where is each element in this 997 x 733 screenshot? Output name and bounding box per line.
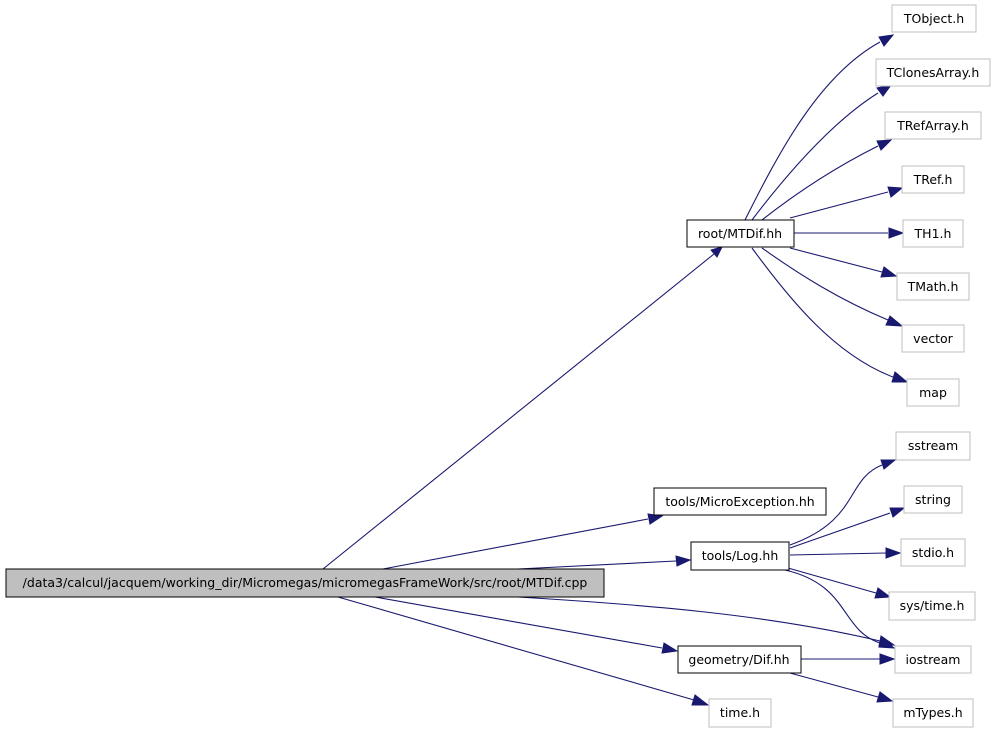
node-vector-label: vector — [913, 331, 954, 346]
edge-arrow-icon — [885, 315, 904, 327]
edge-mtdif-to-map — [751, 247, 894, 378]
edge-arrow-icon — [888, 227, 905, 239]
edge-arrow-icon — [891, 371, 909, 383]
node-log[interactable]: tools/Log.hh — [690, 541, 790, 571]
edge-arrow-icon — [876, 139, 893, 151]
node-tclonesarray[interactable]: TClonesArray.h — [875, 58, 991, 87]
edge-mtdif-to-tobject — [744, 41, 881, 221]
edges — [322, 34, 909, 706]
edge-arrow-icon — [691, 694, 710, 706]
node-time[interactable]: time.h — [708, 698, 772, 728]
node-microexception[interactable]: tools/MicroException.hh — [653, 487, 827, 516]
edge-main-to-mtdif-hh — [322, 253, 715, 570]
edge-arrow-icon — [876, 84, 893, 97]
node-tmath[interactable]: TMath.h — [896, 272, 970, 301]
edge-log-to-stdio — [789, 552, 887, 556]
edge-mtdif-to-tclonesarray — [751, 92, 879, 221]
node-dif-label: geometry/Dif.hh — [688, 652, 789, 667]
edge-arrow-icon — [889, 507, 906, 518]
edge-log-to-systime — [787, 567, 877, 594]
node-mtdif-hh-label: root/MTDif.hh — [698, 226, 782, 241]
node-sstream-label: sstream — [908, 438, 958, 453]
edge-main-to-iostream — [517, 596, 881, 642]
edge-dif-to-mtypes — [789, 672, 879, 698]
node-mtdif-hh[interactable]: root/MTDif.hh — [686, 219, 795, 248]
edge-arrow-icon — [661, 642, 679, 654]
node-main[interactable]: /data3/calcul/jacquem/working_dir/Microm… — [5, 568, 605, 598]
node-vector[interactable]: vector — [901, 324, 965, 353]
edge-arrow-icon — [880, 266, 898, 278]
edge-mtdif-to-tref — [789, 191, 889, 219]
node-mtypes[interactable]: mTypes.h — [892, 698, 974, 728]
node-tobject-label: TObject.h — [903, 11, 964, 26]
node-microexception-label: tools/MicroException.hh — [665, 494, 814, 509]
node-trefarray-label: TRefArray.h — [896, 118, 969, 133]
node-stdio[interactable]: stdio.h — [900, 538, 966, 567]
edge-log-to-sstream — [789, 464, 883, 546]
node-dif[interactable]: geometry/Dif.hh — [677, 645, 802, 674]
edge-mtdif-to-tmath — [789, 247, 883, 273]
edge-main-to-dif — [374, 596, 663, 649]
node-iostream-label: iostream — [906, 652, 961, 667]
node-log-label: tools/Log.hh — [702, 548, 779, 563]
node-sstream[interactable]: sstream — [895, 431, 971, 461]
edge-arrow-icon — [885, 547, 902, 559]
node-tclonesarray-label: TClonesArray.h — [886, 65, 980, 80]
node-tref-label: TRef.h — [913, 172, 953, 187]
edge-arrow-icon — [878, 637, 896, 649]
edge-mtdif-to-trefarray — [761, 145, 879, 221]
node-stdio-label: stdio.h — [912, 545, 954, 560]
node-map[interactable]: map — [906, 378, 960, 407]
node-th1-label: TH1.h — [914, 226, 952, 241]
edge-log-to-iostream — [784, 569, 881, 644]
node-map-label: map — [919, 385, 947, 400]
node-th1[interactable]: TH1.h — [902, 219, 964, 248]
edge-arrow-icon — [880, 459, 897, 470]
edge-arrow-icon — [876, 691, 894, 703]
edge-arrow-icon — [878, 34, 895, 47]
node-systime-label: sys/time.h — [900, 598, 965, 613]
node-systime[interactable]: sys/time.h — [888, 591, 976, 621]
node-time-label: time.h — [720, 705, 760, 720]
node-trefarray[interactable]: TRefArray.h — [884, 111, 982, 140]
edge-main-to-microexception — [382, 518, 649, 570]
node-tmath-label: TMath.h — [907, 279, 959, 294]
node-tref[interactable]: TRef.h — [901, 165, 965, 194]
nodes: /data3/calcul/jacquem/working_dir/Microm… — [5, 4, 991, 728]
node-tobject[interactable]: TObject.h — [891, 4, 977, 33]
node-string-label: string — [915, 492, 951, 507]
node-main-label: /data3/calcul/jacquem/working_dir/Microm… — [23, 575, 588, 590]
node-string[interactable]: string — [903, 485, 963, 514]
edge-arrow-icon — [887, 186, 904, 198]
edge-log-to-string — [789, 512, 891, 549]
edge-mtdif-to-vector — [761, 247, 889, 321]
edge-arrow-icon — [675, 555, 692, 567]
edge-arrow-icon — [874, 587, 892, 599]
edge-main-to-log — [517, 560, 677, 570]
node-iostream[interactable]: iostream — [894, 645, 972, 674]
node-mtypes-label: mTypes.h — [903, 705, 962, 720]
edge-arrow-icon — [879, 653, 896, 665]
edge-arrow-icon — [710, 246, 723, 258]
edge-main-to-time — [337, 596, 695, 701]
